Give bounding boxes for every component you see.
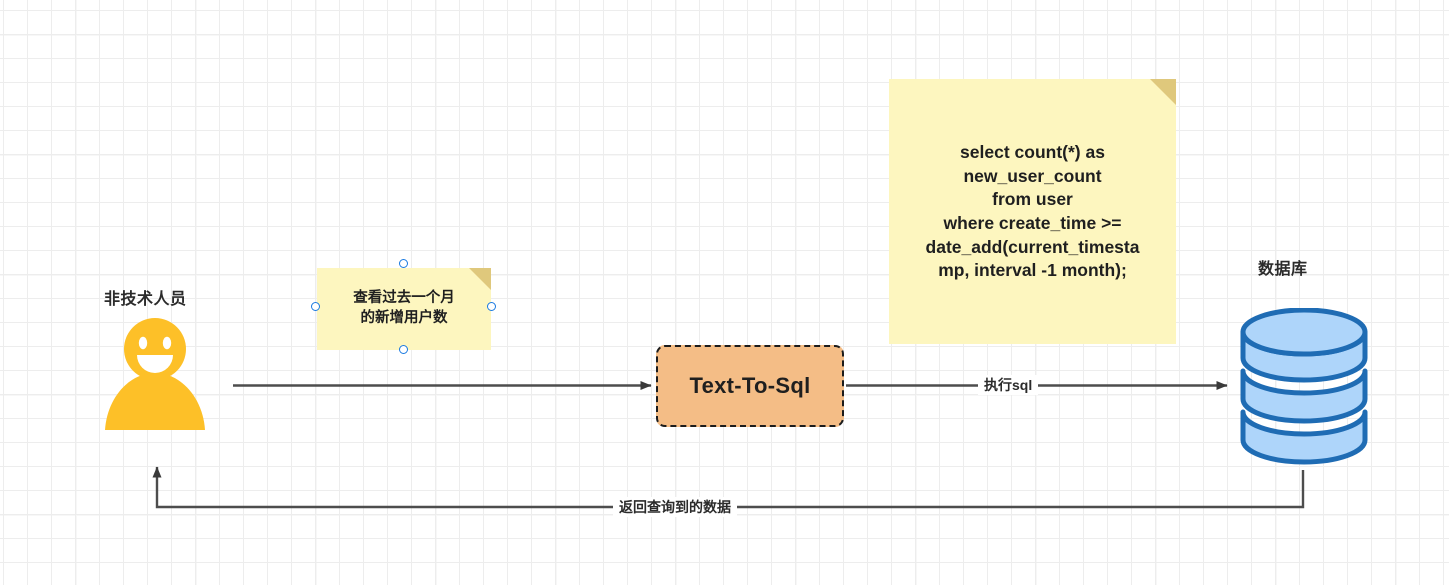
database-label: 数据库	[1258, 261, 1308, 278]
sql-line: where create_time >=	[943, 212, 1122, 233]
process-node-label: Text-To-Sql	[689, 373, 811, 398]
note-question-line-1: 查看过去一个月	[353, 290, 455, 307]
sql-line: from user	[992, 189, 1073, 210]
process-node-text-to-sql[interactable]: Text-To-Sql	[656, 345, 844, 427]
selection-handle-right[interactable]	[487, 302, 496, 311]
edge-label-return-data: 返回查询到的数据	[613, 497, 737, 517]
note-fold-corner-icon	[469, 268, 491, 290]
sticky-note-question[interactable]: 查看过去一个月 的新增用户数	[317, 268, 491, 350]
person-label: 非技术人员	[104, 291, 187, 308]
sticky-note-sql[interactable]: select count(*) as new_user_count from u…	[889, 79, 1176, 344]
selection-handle-bottom[interactable]	[399, 345, 408, 354]
selection-handle-top[interactable]	[399, 259, 408, 268]
sql-line: new_user_count	[963, 165, 1102, 186]
sql-line: select count(*) as	[960, 142, 1105, 162]
edge-label-execute-sql: 执行sql	[978, 375, 1039, 395]
user-person-icon	[105, 318, 205, 430]
note-fold-corner-icon	[1150, 79, 1176, 105]
selection-handle-left[interactable]	[311, 302, 320, 311]
database-cylinder-icon	[1240, 308, 1368, 465]
sql-line: date_add(current_timesta	[925, 236, 1140, 257]
sql-line: mp, interval -1 month);	[938, 260, 1127, 281]
note-question-line-2: 的新增用户数	[360, 310, 448, 326]
